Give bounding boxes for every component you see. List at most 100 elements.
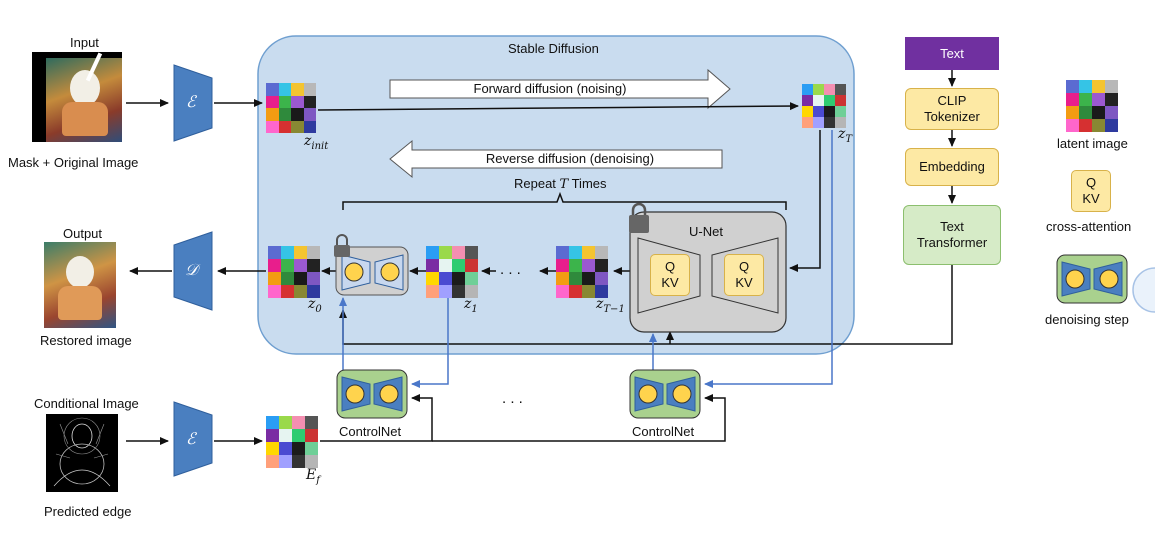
forward-diffusion-label: Forward diffusion (noising)	[473, 81, 627, 96]
latent-cell	[303, 83, 316, 96]
latent-cell	[303, 108, 316, 121]
latent-cell	[291, 95, 304, 108]
latent-cell	[281, 259, 294, 272]
latent-cell	[465, 272, 478, 285]
blue-arrow-z1-to-controlnet1	[411, 298, 449, 388]
latent-cell	[1066, 106, 1079, 119]
arrow-ef-to-controlnet-2	[432, 394, 726, 442]
legend-denoising-label: denoising step	[1045, 312, 1129, 327]
label-z-0-sub: 0	[315, 303, 322, 315]
latent-cell	[268, 259, 281, 272]
latent-cell	[1079, 119, 1092, 132]
latent-cell	[824, 84, 835, 95]
latent-cell	[278, 95, 291, 108]
latent-cell	[292, 416, 305, 429]
encoder-shape-bottom	[173, 401, 213, 477]
label-z-1: z1	[464, 296, 478, 315]
text-transformer-box: Text Transformer	[903, 205, 1001, 265]
latent-cell	[1105, 119, 1118, 132]
legend-latent-icon	[1066, 80, 1118, 132]
latent-cell	[1105, 80, 1118, 93]
encoder-symbol-top: ℰ	[186, 92, 196, 111]
latent-cell	[582, 272, 595, 285]
encoder-shape-top	[173, 64, 213, 142]
latent-cell	[266, 95, 279, 108]
latent-cell	[595, 272, 608, 285]
embedding-box: Embedding	[905, 148, 999, 186]
input-title: Input	[70, 35, 99, 50]
latent-cell	[569, 272, 582, 285]
latent-cell	[569, 246, 582, 259]
latent-cell	[292, 442, 305, 455]
latent-cell	[1092, 119, 1105, 132]
latent-cell	[582, 246, 595, 259]
latent-cell	[439, 259, 452, 272]
latent-cell	[802, 117, 813, 128]
latent-cell	[266, 120, 279, 133]
label-z-init-sub: init	[311, 140, 329, 152]
latent-cell	[1066, 119, 1079, 132]
arrow-zinit-to-zT	[317, 102, 799, 111]
output-title: Output	[63, 226, 103, 241]
latent-cell	[556, 259, 569, 272]
latent-cell	[305, 416, 318, 429]
label-E-f: Ef	[306, 467, 320, 486]
latent-cell	[835, 95, 846, 106]
arrow-zT-to-unet	[789, 130, 821, 272]
latent-cell	[439, 285, 452, 298]
latent-cell	[291, 108, 304, 121]
latent-cell	[426, 285, 439, 298]
latent-cell	[1066, 93, 1079, 106]
latent-cell	[278, 83, 291, 96]
repeat-suffix: Times	[568, 176, 607, 191]
latent-cell	[281, 285, 294, 298]
controlnet-2	[629, 369, 701, 419]
label-z-T-1: zT−1	[596, 296, 625, 315]
latent-cell	[279, 416, 292, 429]
latent-cell	[278, 120, 291, 133]
latent-z-1	[426, 246, 478, 298]
latent-cell	[569, 285, 582, 298]
latent-cell	[1092, 106, 1105, 119]
latent-cell	[813, 117, 824, 128]
input-caption: Mask + Original Image	[8, 155, 139, 170]
latent-cell	[305, 429, 318, 442]
label-z-init: zinit	[304, 133, 329, 152]
conditional-title: Conditional Image	[34, 396, 139, 411]
latent-cell	[439, 246, 452, 259]
latent-cell	[595, 285, 608, 298]
latent-z-T-1	[556, 246, 608, 298]
output-caption: Restored image	[40, 333, 132, 348]
latent-cell	[1092, 80, 1105, 93]
latent-cell	[813, 106, 824, 117]
repeat-brace	[342, 191, 787, 210]
latent-cell	[305, 455, 318, 468]
legend-cross-attention-label: cross-attention	[1046, 219, 1132, 234]
conditional-caption: Predicted edge	[44, 504, 132, 519]
output-image	[44, 242, 116, 328]
latent-cell	[305, 442, 318, 455]
latent-cell	[307, 272, 320, 285]
reverse-diffusion-arrow	[389, 139, 723, 179]
latent-cell	[452, 246, 465, 259]
latent-cell	[266, 416, 279, 429]
partial-circle-edge	[1132, 267, 1155, 313]
repeat-prefix: Repeat	[514, 176, 560, 191]
latent-cell	[452, 272, 465, 285]
latent-cell	[569, 259, 582, 272]
label-z-T-1-sub: T−1	[603, 303, 625, 315]
latent-cell	[465, 259, 478, 272]
latent-cell	[1105, 106, 1118, 119]
latent-cell	[268, 246, 281, 259]
latent-cell	[595, 259, 608, 272]
forward-diffusion-arrow	[389, 68, 731, 110]
latent-ellipsis: . . .	[500, 261, 521, 278]
latent-cell	[426, 272, 439, 285]
label-z-1-sub: 1	[471, 303, 478, 315]
latent-cell	[278, 108, 291, 121]
latent-cell	[292, 429, 305, 442]
latent-cell	[595, 246, 608, 259]
latent-cell	[835, 117, 846, 128]
latent-cell	[279, 429, 292, 442]
label-z-T-sub: T	[845, 133, 853, 145]
